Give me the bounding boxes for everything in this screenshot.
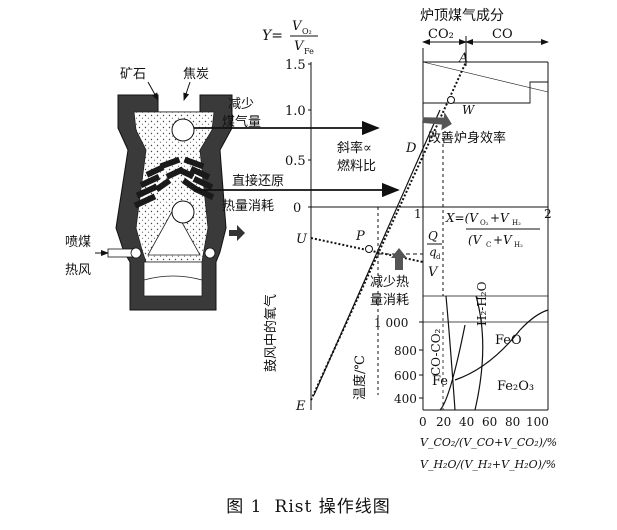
y-formula-num: V bbox=[292, 19, 303, 34]
x-tick-1: 1 bbox=[414, 207, 422, 221]
point-w: W bbox=[462, 103, 476, 117]
point-a: A bbox=[458, 51, 468, 66]
point-p: P bbox=[355, 229, 365, 244]
x-formula-den-sub-h2: H₂ bbox=[514, 241, 523, 249]
pct-tick-20: 20 bbox=[436, 415, 451, 429]
co-label: CO bbox=[492, 27, 513, 42]
x-formula-den-tail: +V bbox=[493, 233, 513, 247]
phase-diagram bbox=[419, 295, 549, 411]
temp-tick-400: 400 bbox=[394, 392, 417, 406]
label-coal-2: 热风 bbox=[65, 263, 91, 278]
pct-tick-60: 60 bbox=[482, 415, 497, 429]
cohesive-zone-bricks bbox=[133, 156, 215, 209]
reduce-heat-label-1: 减少热 bbox=[370, 275, 409, 290]
caption-title: Rist 操作线图 bbox=[274, 497, 391, 517]
reduce-heat-label-2: 量消耗 bbox=[370, 293, 409, 308]
label-direct-reduction-2: 热量消耗 bbox=[222, 199, 274, 214]
q-den: q bbox=[429, 245, 437, 259]
y-tick-1-0: 1.0 bbox=[285, 104, 306, 119]
left-axis-label: 鼓风中的氧气 bbox=[263, 294, 279, 372]
y-tick-1-5: 1.5 bbox=[285, 58, 306, 73]
pct-tick-80: 80 bbox=[505, 415, 520, 429]
point-e: E bbox=[295, 399, 306, 414]
label-coke: 焦炭 bbox=[183, 67, 209, 82]
figure-caption: 图 1 Rist 操作线图 bbox=[0, 492, 617, 517]
point-v: V bbox=[428, 265, 439, 280]
temp-axis-label: 温度/℃ bbox=[352, 355, 368, 400]
reduce-heat-arrow bbox=[391, 248, 407, 270]
rist-diagram-figure: 矿石 焦炭 减少 煤气量 直接还原 热量消耗 喷煤 热风 bbox=[65, 8, 557, 471]
pct-tick-0: 0 bbox=[419, 415, 427, 429]
temp-tick-1000: 1 000 bbox=[374, 316, 408, 330]
furnace-hearth bbox=[143, 261, 203, 297]
y-formula-den: V bbox=[294, 39, 305, 54]
x-tick-2: 2 bbox=[544, 207, 552, 221]
temp-tick-600: 600 bbox=[394, 369, 417, 383]
x-formula-den: (V bbox=[468, 233, 483, 247]
deadman-cone bbox=[147, 207, 201, 256]
pct-tick-40: 40 bbox=[459, 415, 474, 429]
direct-reduction-circle bbox=[171, 200, 195, 224]
y-tick-0-5: 0.5 bbox=[285, 154, 306, 169]
x-label-co: V_CO₂/(V_CO+V_CO₂)/% bbox=[420, 436, 557, 449]
label-reduce-gas-2: 煤气量 bbox=[222, 114, 261, 130]
x-label-h2: V_H₂O/(V_H₂+V_H₂O)/% bbox=[420, 458, 556, 471]
caption-number: 图 1 bbox=[226, 497, 263, 517]
improve-arrow bbox=[422, 112, 452, 131]
fe-label: Fe bbox=[432, 374, 448, 389]
y-formula-den-sub: Fe bbox=[304, 47, 314, 56]
label-coal-1: 喷煤 bbox=[65, 235, 91, 250]
x-formula-sub-o2: O₂ bbox=[480, 219, 489, 227]
label-reduce-gas-1: 减少 bbox=[228, 97, 254, 112]
temp-tick-800: 800 bbox=[394, 344, 417, 358]
fe2o3-label: Fe₂O₃ bbox=[497, 379, 534, 394]
furnace-output-arrow bbox=[229, 225, 245, 241]
point-d: D bbox=[405, 141, 417, 156]
q-num: Q bbox=[428, 229, 438, 243]
y-formula-num-sub: O₂ bbox=[302, 27, 312, 36]
y-tick-0: 0 bbox=[293, 201, 301, 216]
feo-label: FeO bbox=[495, 333, 522, 348]
label-ore: 矿石 bbox=[120, 67, 146, 82]
x-formula-sub-c: C bbox=[486, 241, 491, 249]
x-formula-tail: +V bbox=[490, 211, 510, 225]
slope-label-1: 斜率∝ bbox=[337, 140, 372, 156]
point-u: U bbox=[296, 232, 308, 247]
gas-volume-circle bbox=[171, 118, 195, 142]
pct-tick-100: 100 bbox=[526, 415, 549, 429]
label-direct-reduction-1: 直接还原 bbox=[232, 173, 284, 189]
h2-h2o-label: H₂-H₂O bbox=[475, 281, 489, 326]
x-formula-sub-h2: H₂ bbox=[512, 219, 521, 227]
x-formula: X=(V bbox=[445, 211, 479, 225]
y-formula-prefix: Y= bbox=[262, 28, 283, 44]
q-den-sub: d bbox=[436, 253, 441, 261]
improve-efficiency-label: 改善炉身效率 bbox=[428, 130, 506, 146]
slope-label-2: 燃料比 bbox=[337, 158, 376, 174]
co2-label: CO₂ bbox=[428, 27, 454, 42]
top-gas-title: 炉顶煤气成分 bbox=[420, 8, 504, 24]
co-co2-label: CO-CO₂ bbox=[429, 328, 443, 376]
blast-furnace bbox=[95, 81, 245, 311]
